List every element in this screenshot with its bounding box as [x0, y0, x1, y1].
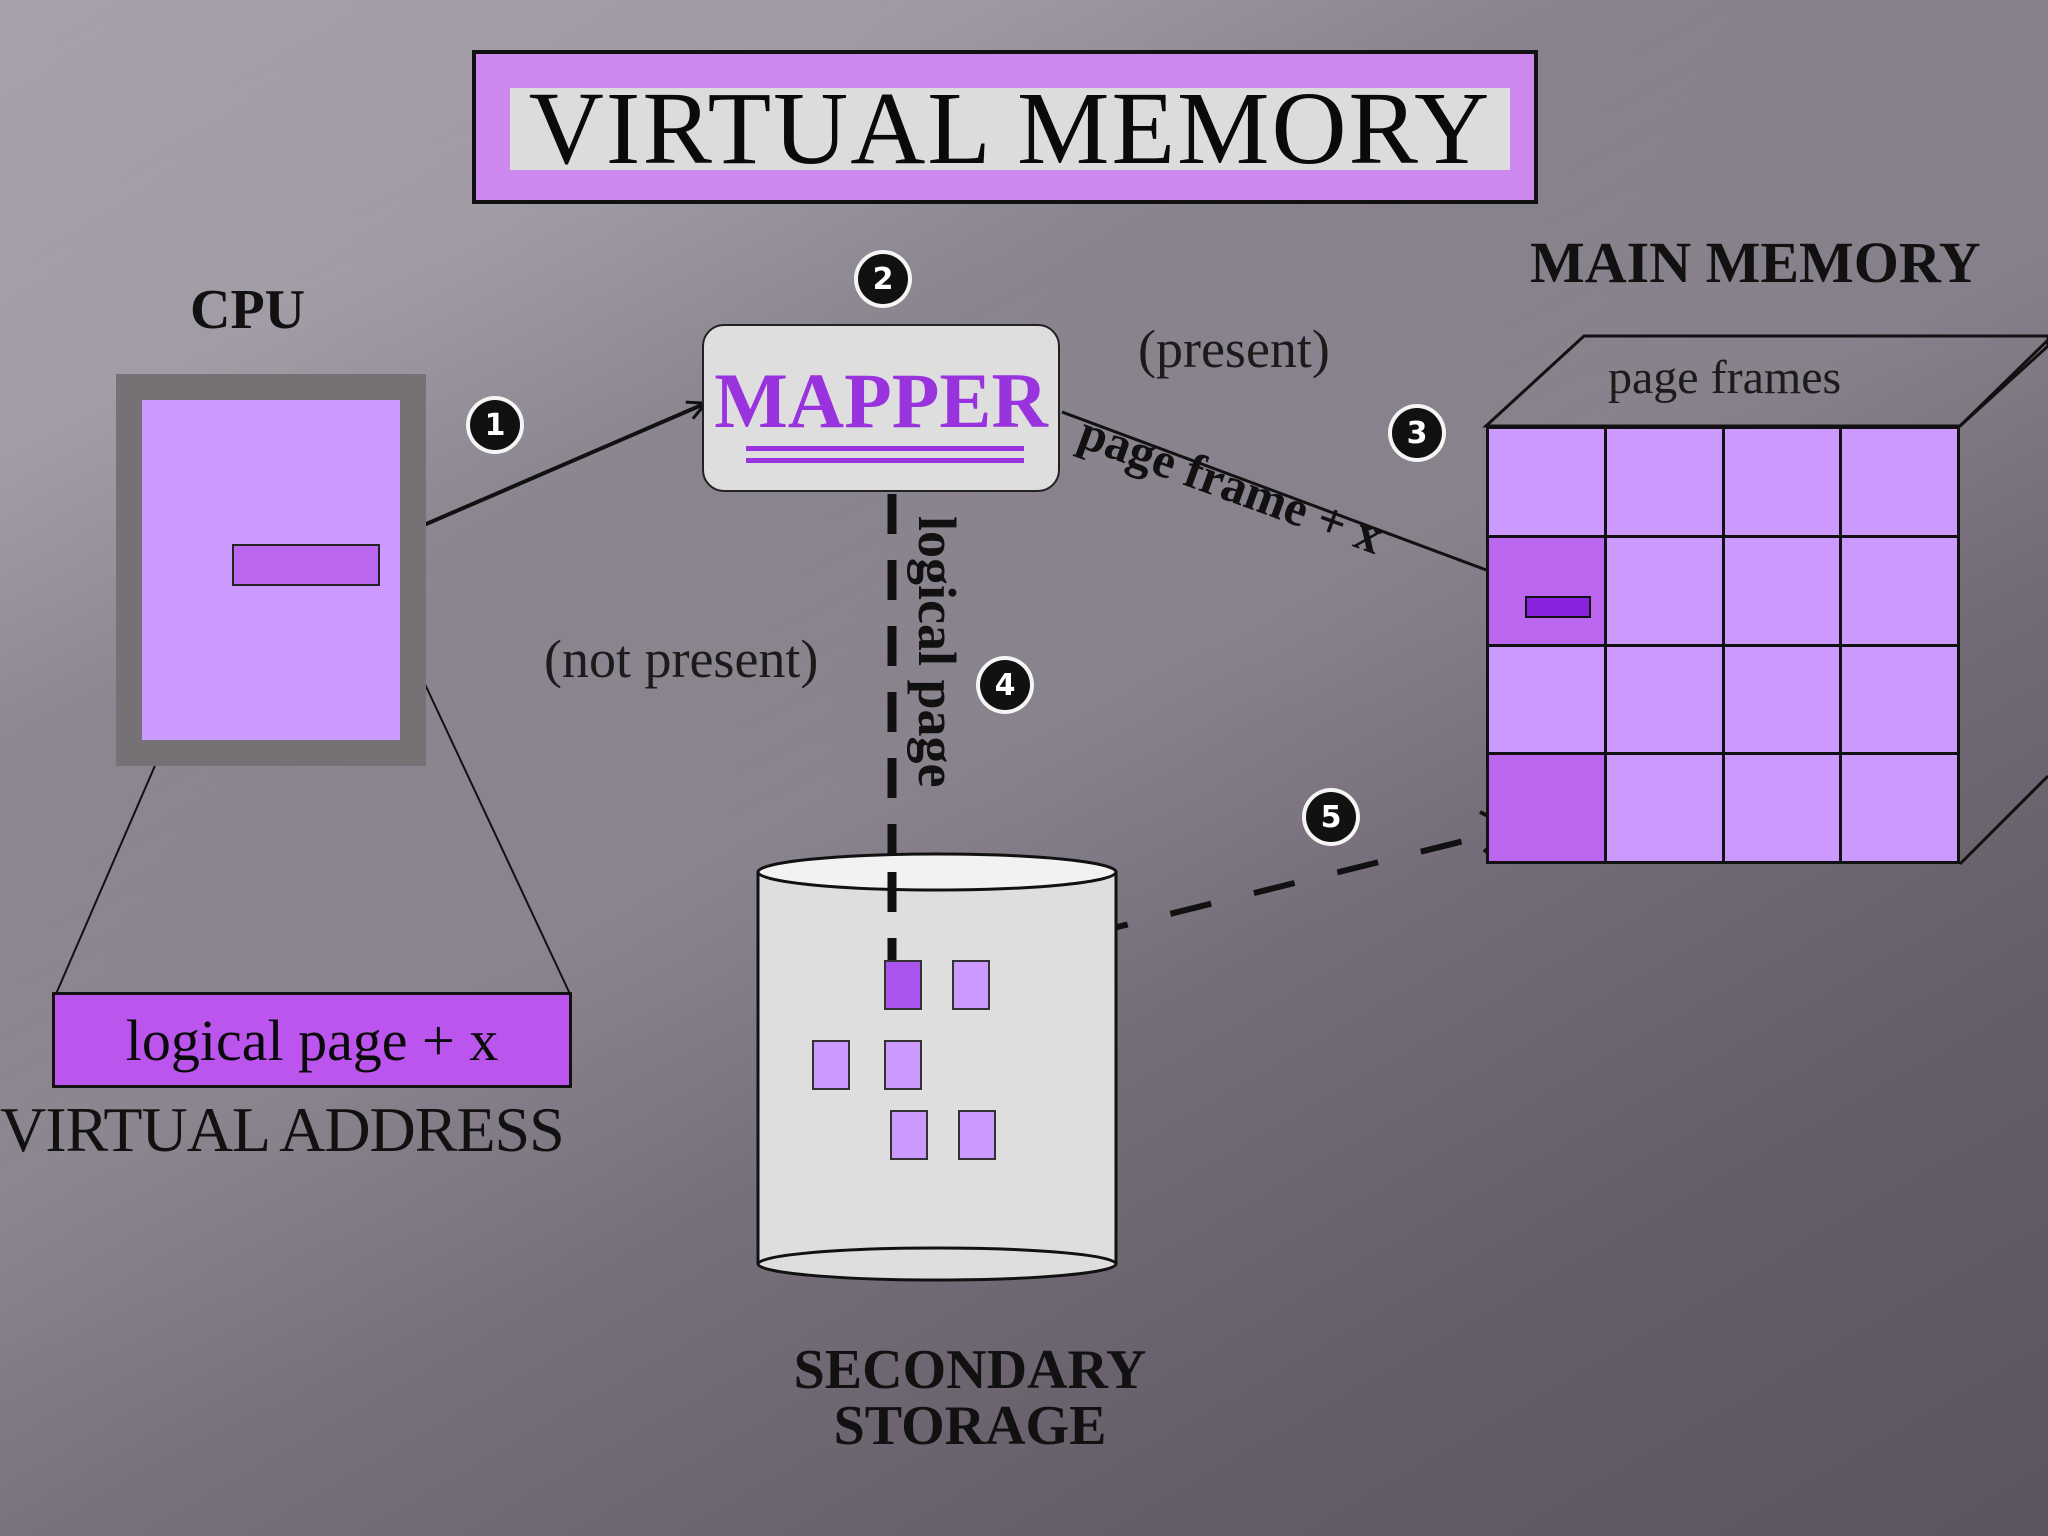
page-frame-cell: [1724, 646, 1840, 753]
step-2-badge: 2: [858, 254, 908, 304]
page-frame-offset-mark: [1525, 595, 1591, 618]
cpu-label: CPU: [190, 279, 306, 341]
step-3-badge: 3: [1392, 408, 1442, 458]
cpu-address-register: [232, 544, 380, 586]
mapper-label: MAPPER: [714, 357, 1048, 444]
page-frame-cell: [1842, 646, 1957, 753]
virtual-address-box: logical page + x: [52, 992, 572, 1088]
storage-cylinder-bottom: [756, 1246, 1118, 1282]
page-frames-grid: [1486, 426, 1960, 864]
page-frame-cell: [1842, 755, 1957, 861]
virtual-address-label: VIRTUAL ADDRESS: [0, 1094, 565, 1165]
secondary-storage-label-line2: STORAGE: [833, 1395, 1107, 1457]
page-frame-cell: [1724, 755, 1840, 861]
page-frame-cell: [1724, 537, 1840, 644]
storage-cylinder-top: [756, 852, 1118, 892]
present-label: (present): [1138, 319, 1330, 379]
storage-page: [958, 1110, 996, 1160]
mapper-box: MAPPER: [702, 324, 1060, 492]
page-frame-cell-loaded: [1489, 755, 1604, 861]
step-1-badge: 1: [470, 400, 520, 450]
page-frame-cell: [1842, 429, 1957, 535]
step-4-badge: 4: [980, 660, 1030, 710]
storage-page: [884, 1040, 922, 1090]
storage-page: [952, 960, 990, 1010]
page-frame-cell: [1724, 429, 1840, 535]
page-frame-cell: [1842, 537, 1957, 644]
page-frames-label: page frames: [1608, 351, 1842, 404]
page-frame-cell: [1606, 429, 1722, 535]
secondary-storage-label-line1: SECONDARY: [793, 1339, 1147, 1401]
title-banner: VIRTUAL MEMORY: [472, 50, 1538, 204]
page-frame-cell-present: [1489, 537, 1604, 644]
slide-title: VIRTUAL MEMORY: [510, 77, 1510, 181]
page-frame-cell: [1489, 646, 1604, 753]
not-present-label: (not present): [544, 629, 819, 689]
arrow-mapper-to-memory: [1061, 410, 1524, 584]
page-frame-cell: [1489, 429, 1604, 535]
storage-page: [890, 1110, 928, 1160]
page-frame-cell: [1606, 755, 1722, 861]
main-memory-label: MAIN MEMORY: [1530, 230, 1981, 295]
step-5-badge: 5: [1306, 792, 1356, 842]
logical-page-arrow-label: logical page: [907, 516, 967, 788]
page-frame-cell: [1606, 646, 1722, 753]
storage-page: [812, 1040, 850, 1090]
page-frame-cell: [1606, 537, 1722, 644]
arrow-cpu-to-mapper: [379, 404, 704, 546]
storage-page-target: [884, 960, 922, 1010]
